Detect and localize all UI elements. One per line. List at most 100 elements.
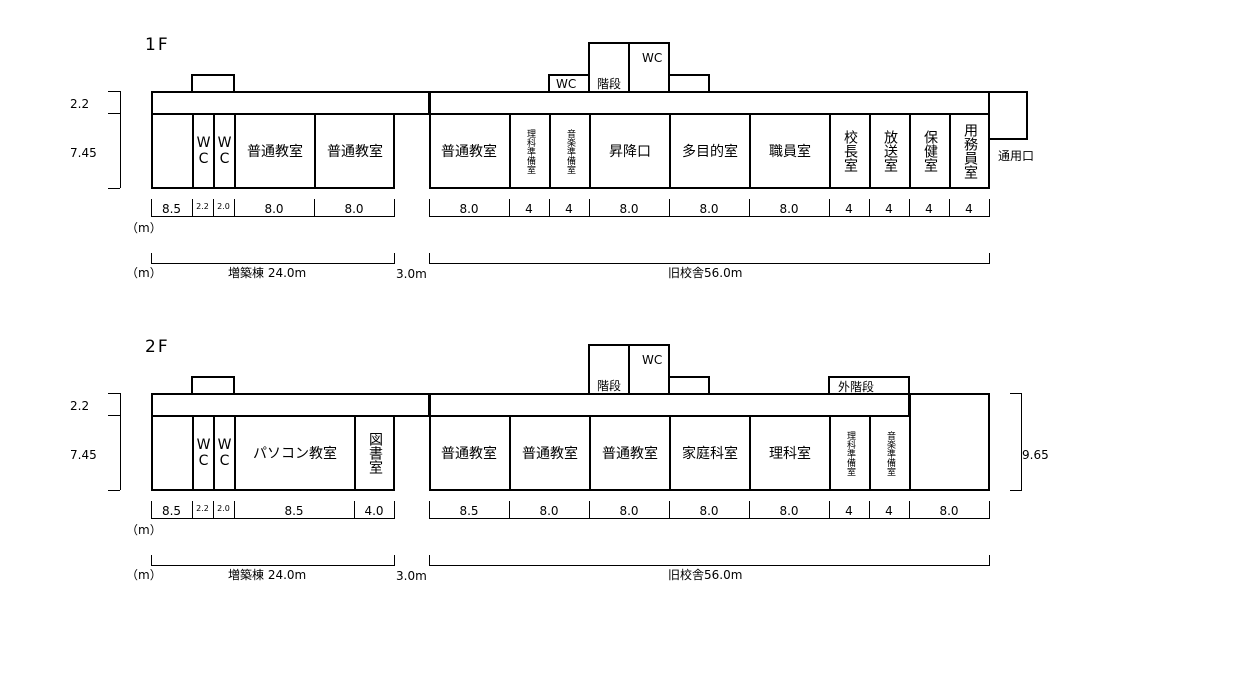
dim-tick	[589, 199, 590, 217]
old-room-dim: 8.0	[939, 504, 959, 518]
music-room-tall	[909, 393, 990, 491]
old-room-dim: 4	[885, 202, 893, 216]
total-tick	[429, 555, 430, 566]
dim-tick	[509, 501, 510, 519]
old-room-name: 用務員室	[962, 123, 978, 179]
height-tick	[108, 415, 120, 416]
height-tick	[108, 393, 120, 394]
total-tick	[151, 253, 152, 264]
annex-room: WC	[192, 115, 213, 187]
dim-tick	[151, 501, 152, 519]
old-room-name: 普通教室	[441, 144, 497, 160]
dim-tick	[234, 199, 235, 217]
old-corridor	[429, 91, 990, 115]
height-tick	[108, 91, 120, 92]
annex-room-row	[151, 113, 395, 189]
annex-room-dim: 2.0	[217, 504, 230, 513]
total-tick	[394, 253, 395, 264]
old-room-dim: 4	[845, 202, 853, 216]
old-total-line	[429, 565, 989, 566]
total-tick	[151, 555, 152, 566]
old-room: 音楽準備室	[549, 115, 589, 187]
annex-room-dim: 8.0	[264, 202, 284, 216]
old-room-name: 校長室	[842, 130, 858, 172]
dim-tick	[909, 199, 910, 217]
gap-label: 3.0m	[396, 569, 427, 583]
total-tick	[989, 253, 990, 264]
height-label-room: 7.45	[70, 448, 97, 462]
annex-room-dim: 2.2	[196, 202, 209, 211]
annex-room-name: 普通教室	[327, 144, 383, 160]
ext-stairs-box	[828, 376, 910, 395]
old-room-name: 普通教室	[522, 446, 578, 462]
dim-tick	[314, 199, 315, 217]
dim-tick	[669, 199, 670, 217]
dim-tick	[989, 199, 990, 217]
old-room: 理科準備室	[509, 115, 549, 187]
stairs-label: 階段	[597, 77, 622, 91]
annex-room-dim: 2.0	[217, 202, 230, 211]
dim-tick	[394, 199, 395, 217]
annex-room: WC	[213, 115, 234, 187]
old-room-name: 普通教室	[602, 446, 658, 462]
total-tick	[429, 253, 430, 264]
unit-label: （m）	[126, 221, 162, 235]
annex-room: WC	[213, 417, 234, 489]
dim-tick	[909, 501, 910, 519]
annex-room-dim: 8.5	[161, 504, 182, 518]
old-room-name: 音楽準備室	[885, 430, 895, 476]
top-wc2-label: WC	[642, 51, 663, 65]
dim-tick	[669, 501, 670, 519]
old-room-name: 職員室	[769, 144, 811, 160]
side-entrance-label: 通用口	[998, 149, 1035, 163]
dim-tick	[549, 199, 550, 217]
annex-top-box	[191, 376, 235, 395]
old-room-name: 保健室	[922, 130, 938, 172]
annex-room-name: パソコン教室	[253, 446, 337, 462]
height-label-corridor: 2.2	[70, 97, 90, 111]
side-entrance-box	[988, 91, 1028, 140]
dim-tick	[829, 199, 830, 217]
old-room-dim: 4	[845, 504, 853, 518]
old-room-dim: 4	[965, 202, 973, 216]
dim-tick	[213, 199, 214, 217]
height-tick	[108, 188, 120, 189]
annex-corridor	[151, 91, 430, 115]
old-room: 理科準備室	[829, 417, 869, 489]
unit-label: （m）	[126, 568, 162, 582]
height-label-room: 7.45	[70, 146, 97, 160]
old-room-name: 家庭科室	[682, 446, 738, 462]
annex-room: パソコン教室	[234, 417, 354, 489]
annex-room: WC	[192, 417, 213, 489]
height-bracket	[120, 91, 121, 188]
height-tick	[108, 113, 120, 114]
old-room-dim: 8.0	[699, 504, 719, 518]
gap-label: 3.0m	[396, 267, 427, 281]
dim-tick	[394, 501, 395, 519]
annex-room	[151, 417, 192, 489]
old-room-dim: 8.0	[619, 202, 639, 216]
annex-room-name: 図書室	[367, 432, 383, 474]
old-room: 昇降口	[589, 115, 669, 187]
old-total-label: 旧校舎56.0m	[668, 266, 743, 280]
annex-room-name: WC	[216, 437, 233, 469]
floor-title: 1F	[145, 35, 170, 55]
annex-room: 普通教室	[314, 115, 394, 187]
unit-label: （m）	[126, 266, 162, 280]
old-room: 普通教室	[429, 417, 509, 489]
old-room-name: 多目的室	[682, 144, 738, 160]
old-room: 音楽準備室	[869, 417, 909, 489]
annex-total-label: 増築棟 24.0m	[228, 266, 307, 280]
top-wc-label: WC	[556, 77, 577, 91]
annex-top-box	[191, 74, 235, 93]
old-room-dim: 8.0	[619, 504, 639, 518]
right-height-label: 9.65	[1022, 448, 1049, 462]
dim-baseline	[429, 216, 989, 217]
old-room-name: 理科準備室	[845, 430, 855, 476]
floor-title: 2F	[145, 337, 170, 357]
old-room-dim: 8.0	[539, 504, 559, 518]
old-room: 普通教室	[509, 417, 589, 489]
old-room-dim: 4	[925, 202, 933, 216]
top-right-box	[668, 376, 710, 395]
annex-total-label: 増築棟 24.0m	[228, 568, 307, 582]
